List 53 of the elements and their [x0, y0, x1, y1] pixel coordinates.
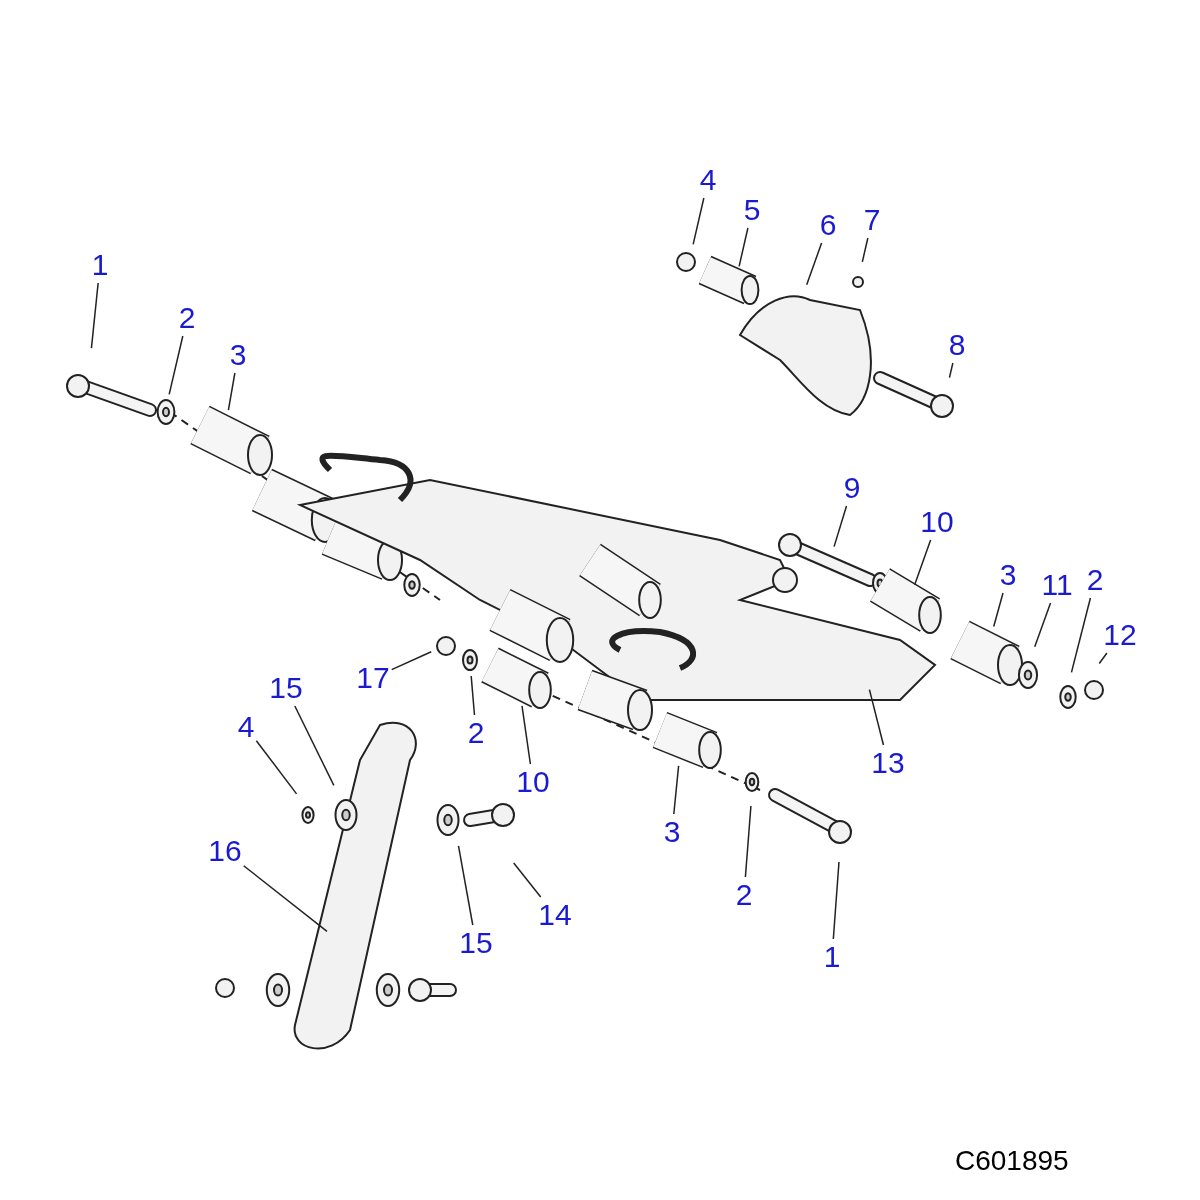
callout-number: 1	[823, 941, 841, 973]
leader-line	[255, 739, 298, 795]
leader-line	[457, 845, 474, 926]
leader-line	[390, 651, 432, 671]
leader-line	[242, 864, 328, 933]
callout-number: 3	[663, 816, 681, 848]
leader-line	[832, 861, 840, 940]
callout-number: 13	[871, 747, 905, 779]
callout-number: 1	[91, 249, 109, 281]
leader-line	[861, 237, 869, 263]
leader-line	[738, 227, 749, 268]
leader-line	[833, 505, 848, 548]
callout-number: 4	[699, 164, 717, 196]
leader-line	[294, 705, 335, 787]
callout-number: 9	[843, 472, 861, 504]
callout-number: 8	[948, 329, 966, 361]
leader-line	[1070, 597, 1092, 674]
leader-line	[692, 197, 705, 246]
leader-line	[1034, 602, 1052, 648]
callout-number: 6	[819, 209, 837, 241]
callout-number: 3	[229, 339, 247, 371]
leader-line	[521, 705, 532, 765]
leader-line	[1098, 652, 1108, 665]
callout-number: 10	[516, 766, 550, 798]
leader-line	[744, 805, 752, 878]
leader-line	[673, 765, 680, 815]
callout-number: 12	[1103, 619, 1137, 651]
callout-number: 14	[538, 899, 572, 931]
leader-line	[90, 282, 99, 349]
callout-number: 11	[1041, 569, 1073, 601]
callout-number: 2	[178, 302, 196, 334]
leader-line	[993, 592, 1004, 628]
callout-number: 15	[269, 672, 303, 704]
callout-number: 17	[356, 662, 390, 694]
callout-number: 4	[237, 711, 255, 743]
leader-line	[868, 688, 885, 746]
callout-number: 3	[999, 559, 1017, 591]
callout-number: 7	[863, 204, 881, 236]
leader-line	[805, 242, 823, 286]
drawing-number: C601895	[955, 1145, 1069, 1177]
leader-line	[168, 335, 184, 396]
leader-line	[470, 675, 476, 716]
callout-number: 2	[735, 879, 753, 911]
leader-line	[948, 362, 954, 379]
leader-line	[227, 372, 236, 411]
callout-number: 15	[459, 927, 493, 959]
callout-number: 5	[743, 194, 761, 226]
leader-line	[913, 539, 932, 586]
leader-line	[512, 862, 542, 898]
callout-number: 16	[208, 835, 242, 867]
callout-number: 10	[920, 506, 954, 538]
callout-number: 2	[1086, 564, 1104, 596]
callout-number: 2	[467, 717, 485, 749]
